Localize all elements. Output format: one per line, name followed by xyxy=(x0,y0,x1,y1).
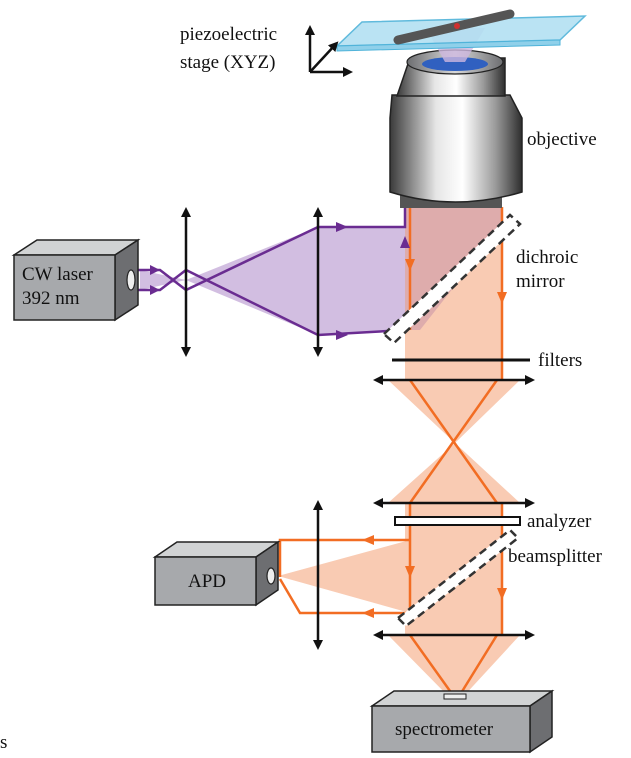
dichroic-label-line2: mirror xyxy=(516,271,565,292)
excitation-arrow-right-icon xyxy=(336,330,348,340)
objective-lens-icon xyxy=(389,49,523,208)
stage-label-line1: piezoelectric xyxy=(180,24,277,45)
piezoelectric-stage-icon xyxy=(335,9,587,62)
laser-label-line2: 392 nm xyxy=(22,288,80,309)
corner-text-fragment: s xyxy=(0,732,7,753)
stage-label-line2: stage (XYZ) xyxy=(180,52,276,73)
apd-box: APD xyxy=(152,540,281,607)
excitation-arrow-right-icon xyxy=(150,265,160,275)
emission-arrow-down-icon xyxy=(405,259,415,271)
analyzer-label: analyzer xyxy=(527,511,592,532)
excitation-arrow-up-icon xyxy=(400,236,410,248)
excitation-arrow-right-icon xyxy=(150,285,160,295)
emission-arrow-down-icon xyxy=(497,588,507,600)
excitation-beam xyxy=(138,207,410,340)
objective-label: objective xyxy=(527,129,597,150)
xyz-axes-icon xyxy=(305,25,353,77)
beamsplitter-icon xyxy=(396,528,520,628)
cw-laser-box: CW laser 392 nm xyxy=(11,238,141,322)
spectrometer-box: spectrometer xyxy=(369,689,555,754)
emission-arrow-left-icon xyxy=(362,608,374,618)
nanowire-sample-icon xyxy=(393,9,515,45)
laser-label-line1: CW laser xyxy=(22,264,94,285)
spectrometer-label: spectrometer xyxy=(395,719,494,740)
analyzer-plate-icon xyxy=(394,516,521,526)
dichroic-label-line1: dichroic xyxy=(516,247,578,268)
filters-label: filters xyxy=(538,350,582,371)
beamsplitter-label: beamsplitter xyxy=(508,546,603,567)
emission-arrow-left-icon xyxy=(362,535,374,545)
emission-arrow-down-icon xyxy=(405,566,415,578)
emission-arrow-down-icon xyxy=(497,292,507,304)
dichroic-mirror-icon xyxy=(382,213,522,345)
apd-label: APD xyxy=(188,571,226,592)
excitation-arrow-right-icon xyxy=(336,222,348,232)
